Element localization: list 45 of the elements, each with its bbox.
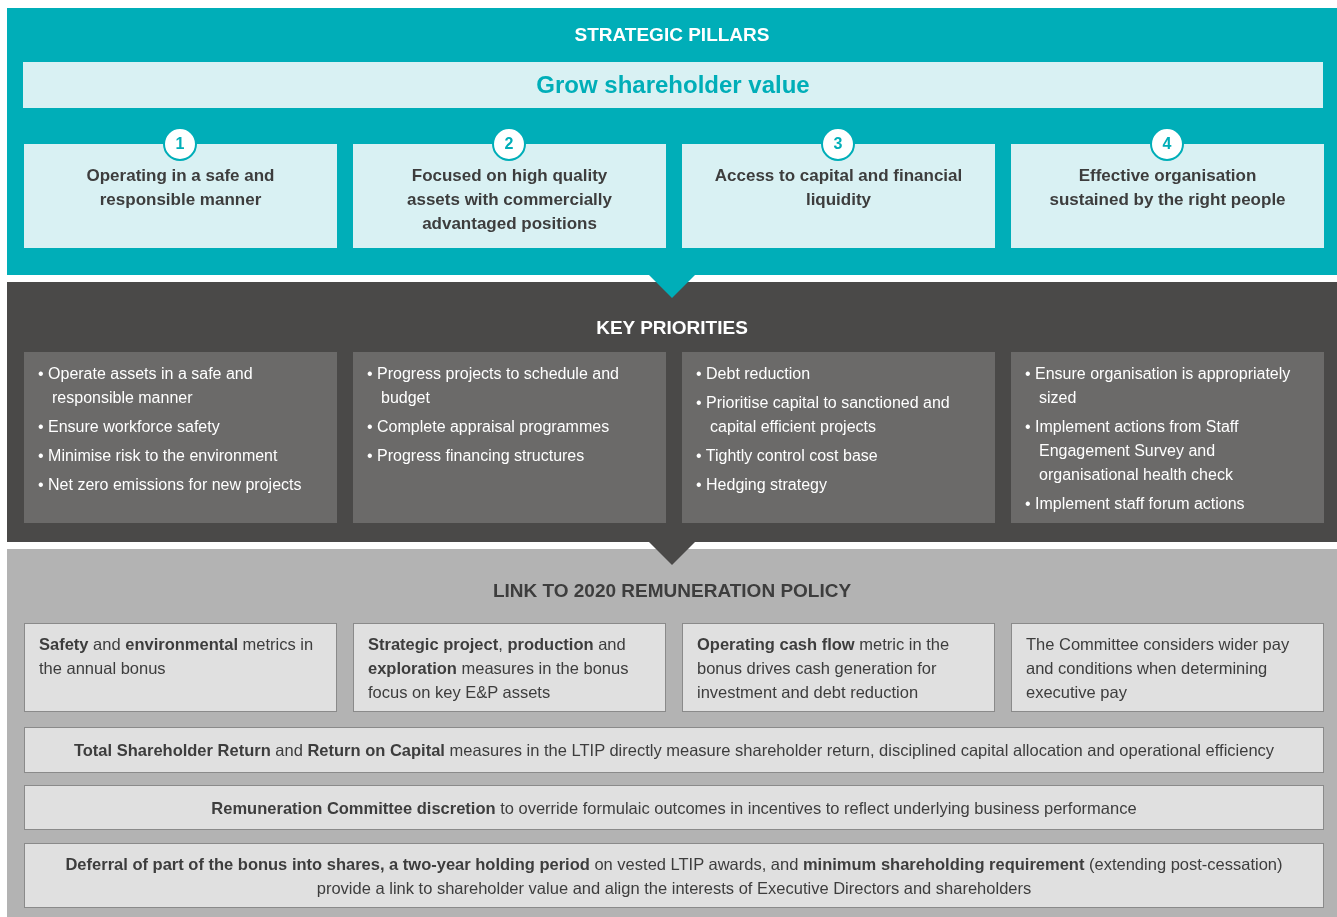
priority-card	[682, 352, 995, 523]
priority-card	[24, 352, 337, 523]
policy-text: Strategic project, production and exploration measures in the bonus focus on key E&P assets	[368, 634, 630, 703]
section-band	[7, 8, 1337, 275]
priority-item: • Prioritise capital to sanctioned and capital efficient projects	[696, 393, 951, 437]
policy-box	[24, 727, 1324, 773]
section-heading: LINK TO 2020 REMUNERATION POLICY	[491, 579, 853, 603]
priority-card	[1011, 352, 1324, 523]
policy-box	[24, 843, 1324, 908]
section-band	[7, 282, 1337, 542]
goal-banner: Grow shareholder value	[23, 62, 1323, 108]
section-heading: KEY PRIORITIES	[595, 316, 749, 340]
priority-item: • Minimise risk to the environment	[38, 446, 279, 466]
policy-box	[24, 623, 337, 712]
priority-item: • Ensure organisation is appropriately sized	[1025, 364, 1292, 408]
policy-text: Remuneration Committee discretion to override formulaic outcomes in incentives to reflect underlying business performance	[211, 797, 1137, 819]
policy-box	[353, 623, 666, 712]
priority-item: • Progress financing structures	[367, 446, 586, 466]
policy-text: Safety and environmental metrics in the annual bonus	[39, 634, 315, 679]
priority-item: • Implement actions from Staff Engagement Survey and organisational health check	[1025, 417, 1240, 485]
chevron-arrow	[649, 275, 695, 298]
section-heading: STRATEGIC PILLARS	[573, 23, 771, 47]
pillar-text: Access to capital and financial liquidity	[714, 165, 963, 211]
priority-item: • Ensure workforce safety	[38, 417, 221, 437]
policy-box	[24, 785, 1324, 830]
priority-item: • Progress projects to schedule and budget	[367, 364, 620, 408]
priority-item: • Operate assets in a safe and responsible manner	[38, 364, 254, 408]
policy-box	[682, 623, 995, 712]
pillar-text: Focused on high quality assets with commercially advantaged positions	[405, 165, 613, 235]
chevron-arrow	[649, 542, 695, 565]
pillar-text: Effective organisation sustained by the right people	[1048, 165, 1287, 211]
priority-item: • Net zero emissions for new projects	[38, 475, 303, 495]
policy-text: Operating cash flow metric in the bonus drives cash generation for investment and debt reduction	[697, 634, 951, 703]
priority-item: • Hedging strategy	[696, 475, 828, 495]
policy-text: The Committee considers wider pay and conditions when determining executive pay	[1026, 634, 1291, 703]
priority-card	[353, 352, 666, 523]
priority-item: • Tightly control cost base	[696, 446, 879, 466]
priority-item: • Complete appraisal programmes	[367, 417, 611, 437]
policy-text: Deferral of part of the bonus into shares, a two-year holding period on vested LTIP awards, and minimum shareholding requirement (extending post-cessation) provide a link to shareholder value and align the interests of Executive Directors and shareholders	[64, 853, 1284, 899]
policy-text: Total Shareholder Return and Return on Capital measures in the LTIP directly measure shareholder return, disciplined capital allocation and operational efficiency	[73, 740, 1275, 761]
policy-box	[1011, 623, 1324, 712]
priority-item: • Implement staff forum actions	[1025, 494, 1246, 514]
pillar-text: Operating in a safe and responsible manner	[85, 165, 276, 211]
priority-item: • Debt reduction	[696, 364, 812, 384]
section-band	[7, 549, 1337, 917]
